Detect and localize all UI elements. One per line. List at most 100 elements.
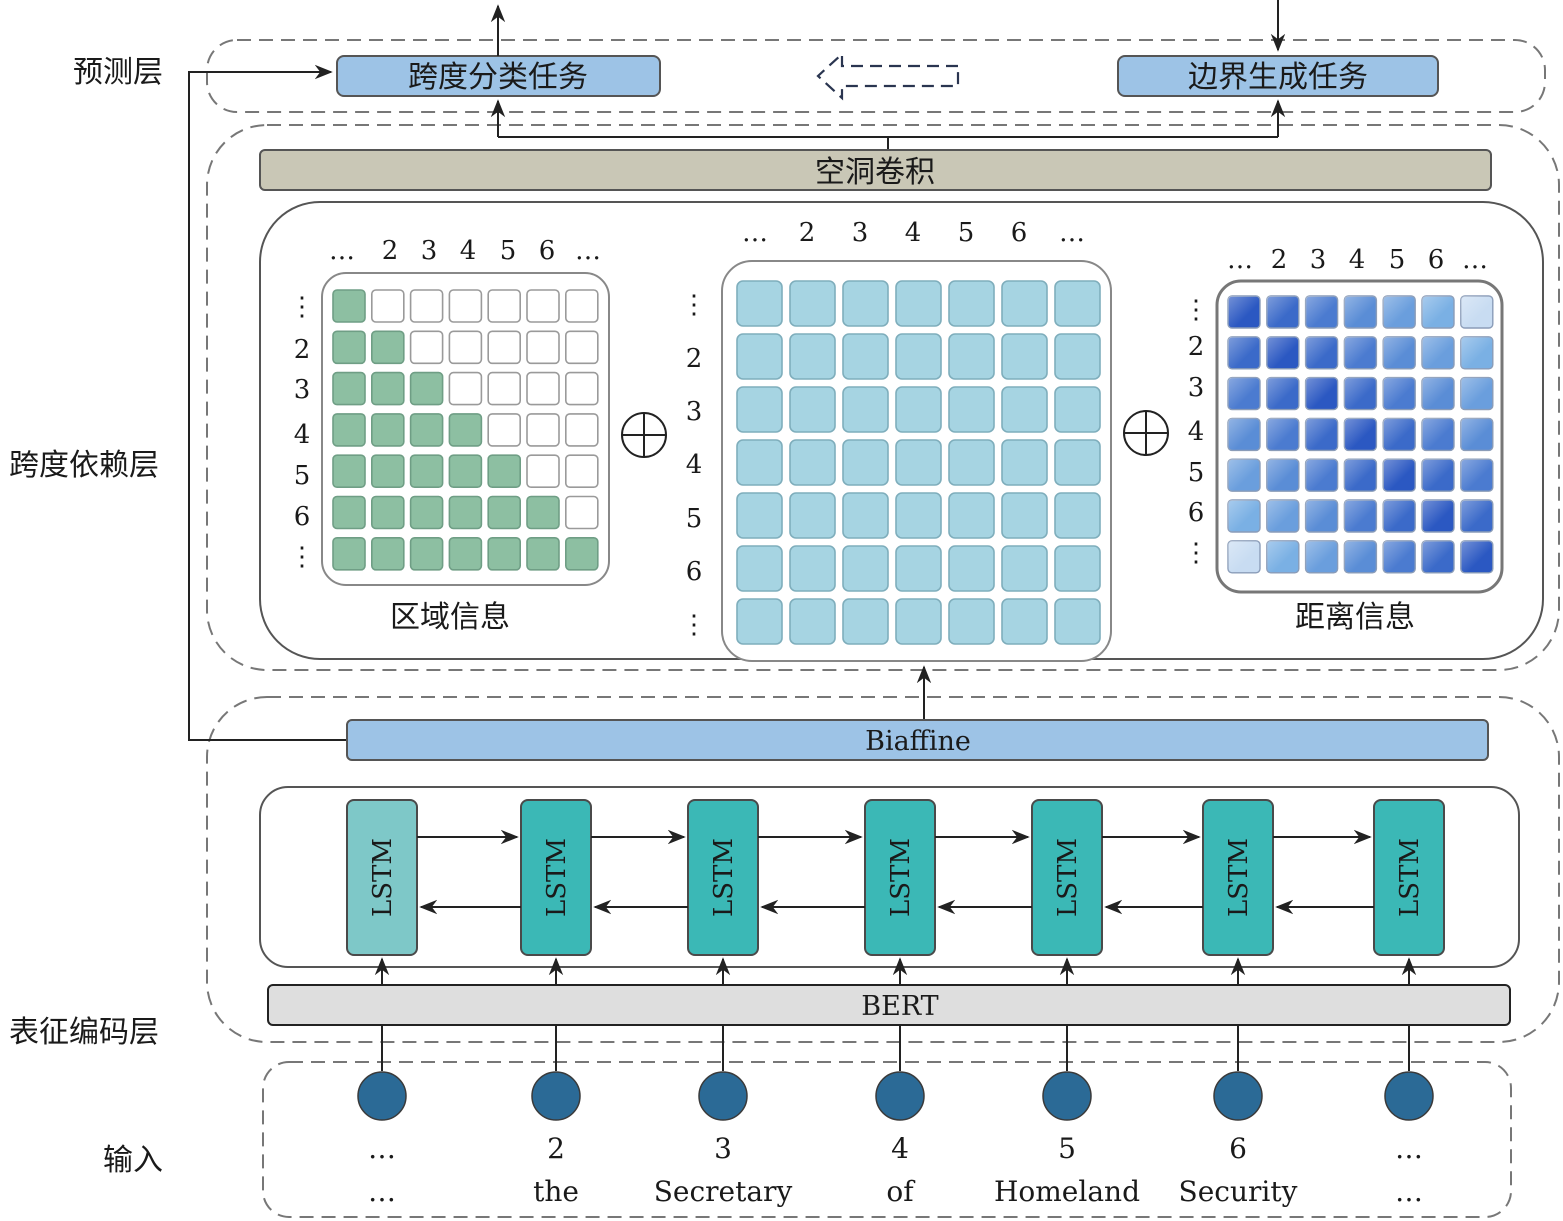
span-matrix-cell xyxy=(789,439,836,486)
region-cell-filled xyxy=(409,413,444,447)
span-matrix-cell xyxy=(1054,280,1101,327)
token-node xyxy=(875,1071,925,1121)
span-matrix-cell xyxy=(895,492,942,539)
span-matrix-cell xyxy=(736,598,783,645)
middle-col-header: 6 xyxy=(1011,218,1028,248)
distance-cell-highlight xyxy=(1305,377,1338,410)
middle-col-header: … xyxy=(1059,218,1085,248)
span-matrix-cell xyxy=(1001,492,1048,539)
span-matrix-cell xyxy=(1054,386,1101,433)
span-matrix-cell xyxy=(1054,439,1101,486)
middle-row-header: 3 xyxy=(686,397,703,427)
region-cell-empty xyxy=(526,371,560,406)
span-matrix-cell xyxy=(1054,598,1101,645)
region-cell-empty xyxy=(487,371,522,406)
region-cell-filled xyxy=(448,413,483,447)
region-cell-empty xyxy=(564,371,599,406)
token-index: 3 xyxy=(714,1132,732,1165)
middle-col-header: 3 xyxy=(852,218,869,248)
span-matrix-cell xyxy=(895,439,942,486)
distance-cell-highlight xyxy=(1383,500,1416,532)
region-cell-filled xyxy=(487,454,522,489)
distance-row-header: 5 xyxy=(1188,458,1205,488)
representation-layer-label: 表征编码层 xyxy=(9,1015,159,1050)
distance-cell-highlight xyxy=(1460,296,1493,328)
region-cell-filled xyxy=(564,536,599,571)
distance-cell-highlight xyxy=(1266,377,1299,410)
span-matrix-cell xyxy=(789,280,836,327)
distance-cell-highlight xyxy=(1460,336,1493,369)
distance-row-header: 6 xyxy=(1188,498,1205,528)
region-cell-empty xyxy=(370,289,405,323)
span-matrix-cell xyxy=(789,386,836,433)
token-node xyxy=(1213,1071,1263,1121)
input-layer-container xyxy=(262,1061,1512,1218)
span-matrix-cell xyxy=(1054,545,1101,592)
lstm-cell xyxy=(346,799,418,956)
span-matrix-cell xyxy=(842,492,889,539)
input-tokens: ……2the3Secretary4of5Homeland6Security…… xyxy=(357,1025,1434,1208)
distance-row-header: 2 xyxy=(1188,332,1205,362)
span-matrix-cell xyxy=(789,545,836,592)
token-node xyxy=(531,1071,581,1121)
distance-cell-highlight xyxy=(1344,500,1377,532)
distance-cell-highlight xyxy=(1344,418,1377,451)
distance-cell-highlight xyxy=(1383,540,1416,573)
region-col-header: 4 xyxy=(460,236,477,266)
distance-cell-highlight xyxy=(1422,377,1454,410)
region-row-header: ⋮ xyxy=(289,542,315,572)
distance-cell-highlight xyxy=(1266,418,1299,451)
region-cell-filled xyxy=(332,289,366,323)
lstm-cell xyxy=(687,799,759,956)
distance-cell-highlight xyxy=(1422,500,1454,532)
lstm-cell xyxy=(1031,799,1103,956)
span-matrix-cell xyxy=(842,333,889,380)
span-matrix-cell xyxy=(948,598,995,645)
region-cell-empty xyxy=(409,289,444,323)
region-cell-empty xyxy=(526,413,560,447)
region-cell-empty xyxy=(487,289,522,323)
bilstm-panel xyxy=(259,786,1520,968)
lstm-cell-label: LSTM xyxy=(1395,838,1425,917)
region-cell-filled xyxy=(370,495,405,530)
span-matrix-cell xyxy=(736,280,783,327)
distance-cell-highlight xyxy=(1422,336,1454,369)
span-matrix-cell xyxy=(736,333,783,380)
biaffine-box xyxy=(346,719,1489,761)
distance-col-header: 3 xyxy=(1310,245,1327,275)
span-matrix-cell xyxy=(842,598,889,645)
conv-to-tasks-connector xyxy=(498,136,889,150)
region-cell-empty xyxy=(564,413,599,447)
distance-cell-highlight xyxy=(1305,500,1338,532)
token-word: … xyxy=(368,1175,396,1208)
lstm-cell xyxy=(520,799,592,956)
region-cell-empty xyxy=(564,330,599,365)
region-cell-filled xyxy=(526,536,560,571)
distance-cell-highlight xyxy=(1266,540,1299,573)
region-cell-empty xyxy=(564,495,599,530)
bert-label: BERT xyxy=(861,991,938,1022)
distance-cell-highlight xyxy=(1344,377,1377,410)
region-cell-empty xyxy=(526,330,560,365)
distance-cell-highlight xyxy=(1422,540,1454,573)
distance-col-header: … xyxy=(1462,245,1488,275)
distance-cell-highlight xyxy=(1266,459,1299,492)
span-matrix-cell xyxy=(736,386,783,433)
middle-row-header: ⋮ xyxy=(681,610,707,640)
region-col-header: 5 xyxy=(500,236,517,266)
span-matrix-cell xyxy=(736,439,783,486)
lstm-cell xyxy=(864,799,936,956)
span-matrix-cell xyxy=(895,280,942,327)
span-matrix-cell xyxy=(1001,545,1048,592)
span-matrix-cell xyxy=(842,545,889,592)
region-col-header: 6 xyxy=(539,236,556,266)
distance-cell-highlight xyxy=(1228,459,1260,492)
distance-cell-highlight xyxy=(1266,336,1299,369)
token-word: Security xyxy=(1179,1175,1298,1208)
token-word: … xyxy=(1395,1175,1423,1208)
span-matrix-cell xyxy=(1001,333,1048,380)
region-row-header: 3 xyxy=(294,375,311,405)
region-row-header: ⋮ xyxy=(289,292,315,322)
